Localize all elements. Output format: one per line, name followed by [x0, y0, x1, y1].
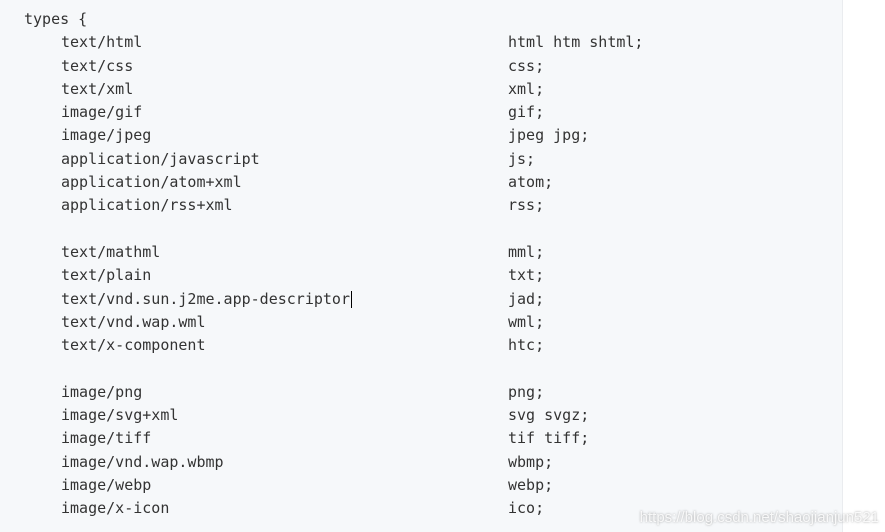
file-extensions: js;	[508, 149, 536, 168]
file-extensions: svg svgz;	[508, 406, 590, 425]
mime-type-row: text/x-component htc;	[24, 334, 544, 357]
mime-type: text/xml	[61, 79, 134, 98]
text-cursor	[350, 290, 352, 308]
file-extensions: atom;	[508, 173, 554, 192]
mime-type: image/svg+xml	[61, 406, 179, 425]
file-extensions: webp;	[508, 475, 554, 494]
mime-type-with-cursor: text/vnd.sun.j2me.app-descriptor	[61, 288, 352, 311]
file-extensions: rss;	[508, 196, 545, 215]
code-line-blank	[24, 218, 87, 241]
mime-type-row: image/vnd.wap.wbmp wbmp;	[24, 451, 553, 474]
mime-type: image/png	[61, 382, 143, 401]
file-extensions: css;	[508, 56, 545, 75]
mime-type-row: text/vnd.sun.j2me.app-descriptor jad;	[24, 288, 544, 311]
file-extensions: txt;	[508, 266, 545, 285]
file-extensions: ico;	[508, 499, 545, 518]
mime-type-row: application/rss+xml rss;	[24, 194, 544, 217]
mime-type: text/vnd.wap.wml	[61, 312, 206, 331]
mime-type: application/atom+xml	[61, 173, 242, 192]
code-line-opening: types {	[24, 10, 88, 28]
mime-type-row: image/tiff tif tiff;	[24, 427, 589, 450]
mime-type-row: text/mathml mml;	[24, 241, 544, 264]
mime-type: image/gif	[61, 103, 143, 122]
mime-type: image/vnd.wap.wbmp	[61, 452, 224, 471]
mime-type: application/javascript	[61, 149, 260, 168]
file-extensions: wbmp;	[508, 452, 554, 471]
mime-type-row: image/gif gif;	[24, 101, 544, 124]
mime-type: image/jpeg	[61, 126, 152, 145]
file-extensions: tif tiff;	[508, 429, 590, 448]
file-extensions: html htm shtml;	[508, 33, 644, 52]
mime-type: text/vnd.sun.j2me.app-descriptor	[61, 289, 350, 308]
mime-type-row: image/x-icon ico;	[24, 497, 544, 520]
mime-type-row: text/plain txt;	[24, 264, 544, 287]
mime-type-row: application/atom+xml atom;	[24, 171, 553, 194]
mime-type-row: image/webp webp;	[24, 474, 553, 497]
file-extensions: xml;	[508, 79, 545, 98]
file-extensions: gif;	[508, 103, 545, 122]
mime-type-row: text/xml xml;	[24, 78, 544, 101]
file-extensions: wml;	[508, 312, 545, 331]
code-text[interactable]: types { text/html html htm shtml; text/css…	[24, 8, 643, 521]
mime-type: text/css	[61, 56, 134, 75]
mime-type-row: text/css css;	[24, 55, 544, 78]
mime-type-row: image/svg+xml svg svgz;	[24, 404, 589, 427]
mime-type: text/plain	[61, 266, 152, 285]
code-line-blank	[24, 357, 87, 380]
mime-type-row: image/jpeg jpeg jpg;	[24, 124, 589, 147]
mime-type-row: image/png png;	[24, 381, 544, 404]
file-extensions: jpeg jpg;	[508, 126, 590, 145]
code-block[interactable]: types { text/html html htm shtml; text/css…	[0, 0, 843, 532]
mime-type: text/x-component	[61, 336, 206, 355]
mime-type-row: application/javascript js;	[24, 148, 535, 171]
mime-type: image/x-icon	[61, 499, 170, 518]
watermark: https://blog.csdn.net/shaojianjun521	[639, 509, 879, 526]
file-extensions: jad;	[508, 289, 545, 308]
mime-type-row: text/html html htm shtml;	[24, 31, 643, 54]
mime-type: application/rss+xml	[61, 196, 233, 215]
mime-type: image/tiff	[61, 429, 152, 448]
file-extensions: png;	[508, 382, 545, 401]
file-extensions: htc;	[508, 336, 545, 355]
mime-type: image/webp	[61, 475, 152, 494]
file-extensions: mml;	[508, 242, 545, 261]
mime-type: text/mathml	[61, 242, 161, 261]
mime-type: text/html	[61, 33, 143, 52]
mime-type-row: text/vnd.wap.wml wml;	[24, 311, 544, 334]
